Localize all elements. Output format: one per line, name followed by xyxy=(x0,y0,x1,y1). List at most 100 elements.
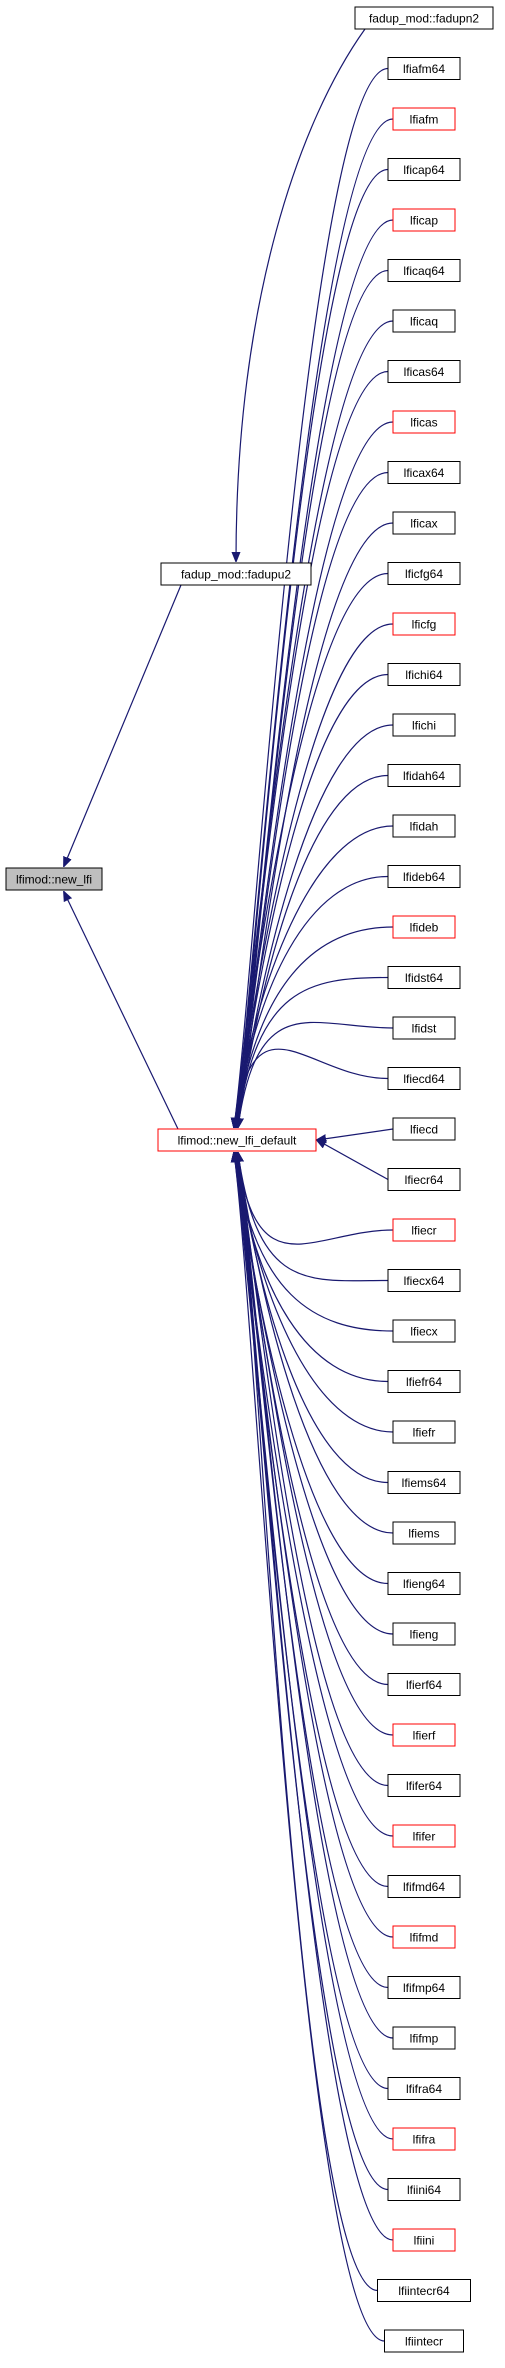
node-lfiafm64[interactable]: lfiafm64 xyxy=(387,57,461,80)
node-box xyxy=(392,1925,456,1949)
node-lfiecr[interactable]: lfiecr xyxy=(392,1218,456,1242)
node-lfiefr[interactable]: lfiefr xyxy=(392,1420,456,1444)
node-lfidah[interactable]: lfidah xyxy=(392,814,456,838)
node-lfichi[interactable]: lfichi xyxy=(392,713,456,737)
node-lfichi64[interactable]: lfichi64 xyxy=(387,663,461,686)
node-label: lfideb xyxy=(410,921,439,935)
node-lfifmp[interactable]: lfifmp xyxy=(392,2026,456,2050)
node-box xyxy=(387,2077,461,2100)
node-lfifmp64[interactable]: lfifmp64 xyxy=(387,1976,461,1999)
node-label: lfierf xyxy=(413,1729,436,1743)
node-label: lfidah64 xyxy=(403,769,445,783)
node-fadup-mod-fadupn2[interactable]: fadup_mod::fadupn2 xyxy=(354,6,494,30)
node-lfidah64[interactable]: lfidah64 xyxy=(387,764,461,787)
node-box xyxy=(392,612,456,636)
node-lfiefr64[interactable]: lfiefr64 xyxy=(387,1370,461,1393)
node-lficas[interactable]: lficas xyxy=(392,410,456,434)
node-box xyxy=(387,562,461,585)
node-lfiintecr64[interactable]: lfiintecr64 xyxy=(377,2279,471,2302)
edge-lficaq-to-hub xyxy=(234,320,394,1127)
node-lficaq64[interactable]: lficaq64 xyxy=(387,259,461,282)
node-lfiecr64[interactable]: lfiecr64 xyxy=(387,1168,461,1191)
node-lficas64[interactable]: lficas64 xyxy=(387,360,461,383)
node-label: lficap xyxy=(410,214,438,228)
node-lficaq[interactable]: lficaq xyxy=(392,309,456,333)
node-label: lfiems64 xyxy=(402,1476,447,1490)
node-label: lficax64 xyxy=(404,466,445,480)
node-lfifmd64[interactable]: lfifmd64 xyxy=(387,1875,461,1898)
node-label: lfidst xyxy=(412,1022,437,1036)
edge-lfiintecr-to-hub xyxy=(234,1153,385,2342)
node-label: lfifra64 xyxy=(406,2082,442,2096)
edges-layer xyxy=(64,28,394,2342)
node-lficap[interactable]: lficap xyxy=(392,208,456,232)
node-lfiecd64[interactable]: lfiecd64 xyxy=(387,1067,461,1090)
node-box xyxy=(387,1774,461,1797)
node-lfiafm[interactable]: lfiafm xyxy=(392,107,456,131)
node-label: lfifmd xyxy=(410,1931,439,1945)
node-lfiini[interactable]: lfiini xyxy=(392,2228,456,2252)
node-lficfg64[interactable]: lficfg64 xyxy=(387,562,461,585)
node-lfidst[interactable]: lfidst xyxy=(392,1016,456,1040)
node-lfideb[interactable]: lfideb xyxy=(392,915,456,939)
node-lfideb64[interactable]: lfideb64 xyxy=(387,865,461,888)
node-lficax64[interactable]: lficax64 xyxy=(387,461,461,484)
node-lfifra64[interactable]: lfifra64 xyxy=(387,2077,461,2100)
node-label: lfichi64 xyxy=(405,668,443,682)
node-box xyxy=(387,1673,461,1696)
node-label: lfideb64 xyxy=(403,870,445,884)
node-label: lfifer xyxy=(413,1830,436,1844)
node-lfiecd[interactable]: lfiecd xyxy=(392,1117,456,1141)
node-box xyxy=(392,1016,456,1040)
node-box xyxy=(392,1319,456,1343)
node-box xyxy=(387,158,461,181)
node-box xyxy=(160,562,312,586)
node-label: lfiintecr64 xyxy=(398,2284,450,2298)
node-lfiecx64[interactable]: lfiecx64 xyxy=(387,1269,461,1292)
node-fadup-mod-fadupu2[interactable]: fadup_mod::fadupu2 xyxy=(160,562,312,586)
node-box xyxy=(392,1420,456,1444)
node-box xyxy=(387,1067,461,1090)
node-lfieng[interactable]: lfieng xyxy=(392,1622,456,1646)
node-lfimod-new-lfi-default[interactable]: lfimod::new_lfi_default xyxy=(157,1128,317,1152)
node-lfiecx[interactable]: lfiecx xyxy=(392,1319,456,1343)
node-box xyxy=(392,1824,456,1848)
node-lfifra[interactable]: lfifra xyxy=(392,2127,456,2151)
node-box xyxy=(392,713,456,737)
node-lfierf64[interactable]: lfierf64 xyxy=(387,1673,461,1696)
node-label: lfiefr64 xyxy=(406,1375,442,1389)
node-box xyxy=(387,1370,461,1393)
node-label: lfifmp64 xyxy=(403,1981,445,1995)
node-box xyxy=(387,663,461,686)
node-lficap64[interactable]: lficap64 xyxy=(387,158,461,181)
node-lficfg[interactable]: lficfg xyxy=(392,612,456,636)
edge-lfidah-to-hub xyxy=(234,825,394,1127)
edge-hub-to-new-lfi xyxy=(64,892,179,1130)
node-lfiems64[interactable]: lfiems64 xyxy=(387,1471,461,1494)
node-lfiems[interactable]: lfiems xyxy=(392,1521,456,1545)
edge-lfifmp-to-hub xyxy=(238,1153,394,2039)
node-box xyxy=(387,1875,461,1898)
node-lfifer64[interactable]: lfifer64 xyxy=(387,1774,461,1797)
node-lfimod-new-lfi[interactable]: lfimod::new_lfi xyxy=(5,867,103,891)
node-lfifmd[interactable]: lfifmd xyxy=(392,1925,456,1949)
node-lfierf[interactable]: lfierf xyxy=(392,1723,456,1747)
edge-lfichi-to-hub xyxy=(237,724,394,1127)
node-box xyxy=(392,410,456,434)
edge-lfidst64-to-hub xyxy=(237,976,389,1128)
node-box xyxy=(387,966,461,989)
edge-lfideb64-to-hub xyxy=(235,875,389,1128)
node-label: lfifer64 xyxy=(406,1779,442,1793)
node-box xyxy=(392,915,456,939)
node-lfiintecr[interactable]: lfiintecr xyxy=(384,2329,464,2353)
node-lfidst64[interactable]: lfidst64 xyxy=(387,966,461,989)
node-label: lficaq xyxy=(410,315,438,329)
node-box xyxy=(392,1218,456,1242)
edge-lfiecr-to-hub xyxy=(237,1153,394,1245)
node-box xyxy=(392,309,456,333)
node-lfieng64[interactable]: lfieng64 xyxy=(387,1572,461,1595)
node-box xyxy=(387,1168,461,1191)
node-lfifer[interactable]: lfifer xyxy=(392,1824,456,1848)
node-lfiini64[interactable]: lfiini64 xyxy=(387,2178,461,2201)
node-lficax[interactable]: lficax xyxy=(392,511,456,535)
